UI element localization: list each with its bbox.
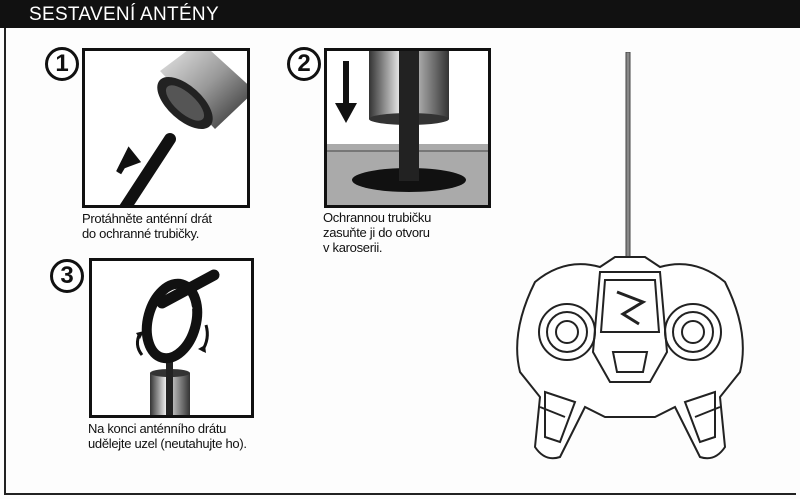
step-1-illustration: [82, 48, 250, 208]
remote-controller-illustration: [505, 52, 755, 472]
page-frame: [4, 28, 796, 495]
step-3-illustration: [89, 258, 254, 418]
step-3-number: 3: [50, 259, 84, 293]
step-1-number: 1: [45, 47, 79, 81]
section-title: SESTAVENÍ ANTÉNY: [29, 4, 219, 25]
step-2-illustration: [324, 48, 491, 208]
step-2-number: 2: [287, 47, 321, 81]
section-header: SESTAVENÍ ANTÉNY: [0, 0, 800, 28]
